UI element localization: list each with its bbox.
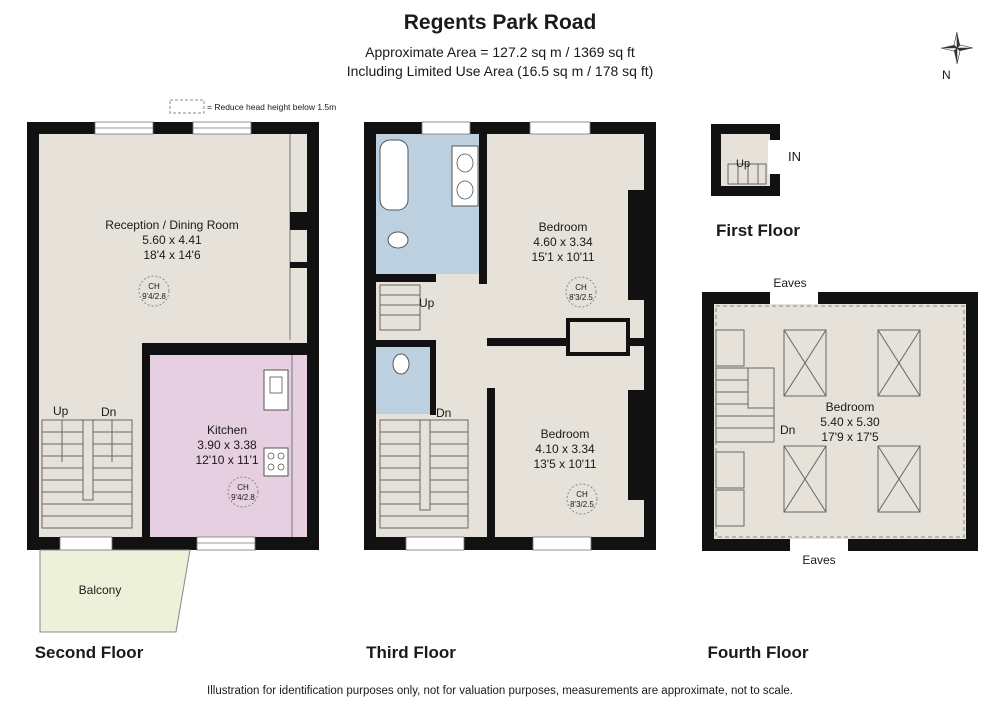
floor-label-second: Second Floor (35, 643, 144, 662)
fourth-floor-plan (702, 292, 978, 551)
floor-label-fourth: Fourth Floor (707, 643, 808, 662)
ch-value-bedroom-lower: 8'3/2.5 (570, 500, 594, 509)
ch-value-kitchen: 9'4/2.8 (231, 493, 255, 502)
room-dims-reception: 5.60 x 4.41 (142, 233, 202, 247)
balcony-area (39, 549, 191, 633)
room-label-bedroom-upper: Bedroom (539, 220, 588, 234)
plan-title: Regents Park Road (404, 11, 597, 34)
room-dims-imperial-reception: 18'4 x 14'6 (143, 248, 201, 262)
third-floor-plan (364, 121, 656, 551)
room-dims-kitchen: 3.90 x 3.38 (197, 438, 257, 452)
eaves-label-top: Eaves (773, 276, 806, 290)
room-dims-bedroom-top: 5.40 x 5.30 (820, 415, 880, 429)
room-label-bedroom-top: Bedroom (826, 400, 875, 414)
staircase (715, 367, 775, 443)
staircase (379, 284, 469, 529)
room-dims-bedroom-lower: 4.10 x 3.34 (535, 442, 595, 456)
stairs-up-label: Up (419, 296, 435, 310)
window (529, 121, 591, 135)
floor-label-first: First Floor (716, 221, 800, 240)
limited-use-area: Including Limited Use Area (16.5 sq m / … (347, 63, 654, 79)
staircase (41, 419, 133, 529)
window (532, 536, 592, 551)
ch-label-kitchen: CH (237, 483, 249, 492)
room-label-kitchen: Kitchen (207, 423, 247, 437)
disclaimer: Illustration for identification purposes… (207, 685, 793, 697)
window (421, 121, 471, 135)
stairs-up-label: Up (736, 158, 750, 170)
floor-label-third: Third Floor (366, 643, 456, 662)
ch-value-bedroom-upper: 8'3/2.5 (569, 293, 593, 302)
stairs-down-label: Dn (780, 423, 795, 437)
stairs-down-label: Dn (101, 405, 116, 419)
entrance-label: IN (788, 149, 801, 164)
ch-label-reception: CH (148, 282, 160, 291)
ceiling-height-marker (565, 276, 597, 308)
ch-value-reception: 9'4/2.8 (142, 292, 166, 301)
ceiling-height-marker (227, 476, 259, 508)
ch-label-bedroom-lower: CH (576, 490, 588, 499)
room-label-bedroom-lower: Bedroom (541, 427, 590, 441)
eaves-label-bottom: Eaves (802, 553, 835, 567)
compass-north-label: N (942, 68, 951, 82)
room-dims-bedroom-upper: 4.60 x 3.34 (533, 235, 593, 249)
room-dims-imperial-bedroom-upper: 15'1 x 10'11 (531, 250, 594, 264)
room-label-balcony: Balcony (79, 583, 122, 597)
stairs-down-label: Dn (436, 406, 451, 420)
room-label-reception: Reception / Dining Room (105, 218, 238, 232)
window (196, 536, 256, 551)
room-dims-imperial-bedroom-lower: 13'5 x 10'11 (533, 457, 596, 471)
ceiling-height-marker (566, 483, 598, 515)
ceiling-height-marker (138, 275, 170, 307)
room-dims-imperial-kitchen: 12'10 x 11'1 (195, 453, 258, 467)
compass-rose-icon (940, 31, 974, 65)
area-summary: Approximate Area = 127.2 sq m / 1369 sq … (365, 44, 635, 60)
stairs-up-label: Up (53, 404, 69, 418)
legend-swatch (169, 99, 205, 114)
ch-label-bedroom-upper: CH (575, 283, 587, 292)
room-dims-imperial-bedroom-top: 17'9 x 17'5 (821, 430, 879, 444)
window (405, 536, 465, 551)
first-floor-plan (711, 124, 782, 196)
second-floor-plan (27, 121, 319, 633)
legend-text: = Reduce head height below 1.5m (207, 102, 336, 112)
